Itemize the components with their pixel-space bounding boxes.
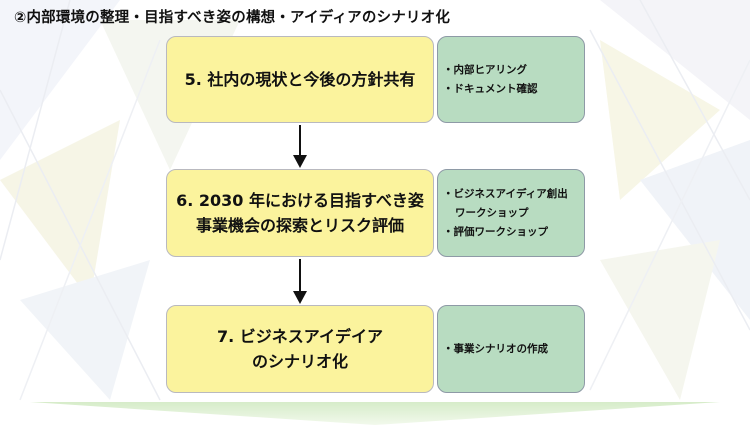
note-item: ・内部ヒアリング [443,63,527,76]
note-item: ・ドキュメント確認 [443,82,538,95]
step-box-7: 7. ビジネスアイデイア のシナリオ化 [166,305,434,393]
down-arrow-icon [293,259,307,304]
note-item: ・ビジネスアイディア創出 [443,187,568,200]
bottom-chevron-banner [30,402,720,425]
note-item: ・評価ワークショップ [443,225,548,238]
step-label-line: 事業機会の探索とリスク評価 [195,216,404,235]
step-box-6: 6. 2030 年における目指すべき姿 事業機会の探索とリスク評価 [166,169,434,257]
step-box-5: 5. 社内の現状と今後の方針共有 [166,36,434,123]
step-label-line: 6. 2030 年における目指すべき姿 [176,191,424,210]
step-label-line: 7. ビジネスアイデイア [217,327,383,346]
note-item: ・事業シナリオの作成 [443,342,548,355]
note-box-6: ・ビジネスアイディア創出 ワークショップ ・評価ワークショップ [437,169,585,257]
down-arrow-icon [293,125,307,168]
note-item: ワークショップ [455,206,529,219]
diagram-title: ②内部環境の整理・目指すべき姿の構想・アイディアのシナリオ化 [14,10,451,26]
step-label-line: のシナリオ化 [251,352,348,371]
note-box-7: ・事業シナリオの作成 [437,305,585,393]
note-box-5: ・内部ヒアリング ・ドキュメント確認 [437,36,585,123]
step-label-line: 5. 社内の現状と今後の方針共有 [184,70,416,89]
